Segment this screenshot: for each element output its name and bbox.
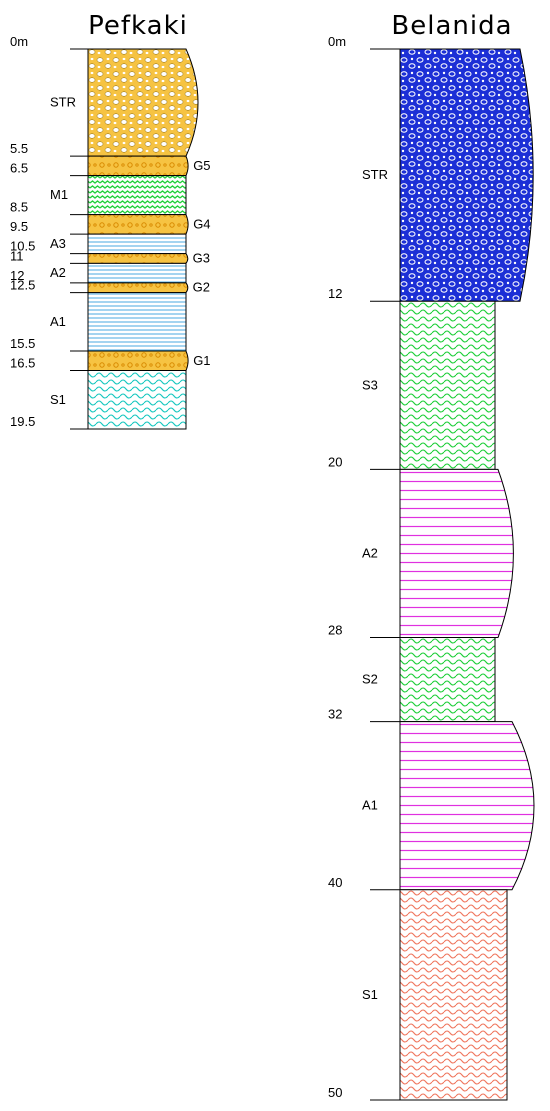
depth-label: 16.5: [10, 356, 35, 371]
depth-label: 20: [328, 454, 342, 469]
depth-label: 0m: [328, 34, 346, 49]
unit-label-str: STR: [50, 95, 76, 110]
unit-label-str: STR: [362, 167, 388, 182]
unit-label-a2: A2: [362, 545, 378, 560]
depth-label: 15.5: [10, 336, 35, 351]
unit-s1: [399, 889, 508, 1101]
unit-label-g1: G1: [193, 353, 210, 368]
depth-label: 12: [10, 268, 24, 283]
unit-label-g2: G2: [193, 280, 210, 295]
unit-label-m1: M1: [50, 187, 68, 202]
depth-label: 32: [328, 707, 342, 722]
unit-a1: [87, 292, 187, 352]
unit-label-g4: G4: [193, 216, 210, 231]
unit-a3: [87, 233, 187, 255]
unit-label-g3: G3: [193, 250, 210, 265]
unit-label-s1: S1: [362, 987, 378, 1002]
depth-label: 12: [328, 286, 342, 301]
unit-label-g5: G5: [193, 158, 210, 173]
depth-label: 8.5: [10, 200, 28, 215]
unit-label-s3: S3: [362, 377, 378, 392]
depth-label: 40: [328, 875, 342, 890]
unit-s3: [399, 300, 496, 470]
unit-label-s2: S2: [362, 672, 378, 687]
unit-str: [87, 48, 199, 157]
unit-a2: [399, 468, 514, 639]
unit-label-a1: A1: [50, 314, 66, 329]
depth-label: 6.5: [10, 161, 28, 176]
depth-label: 5.5: [10, 141, 28, 156]
unit-g2: [87, 282, 189, 294]
belanida-title: Belanida: [391, 11, 512, 41]
depth-label: 10.5: [10, 239, 35, 254]
unit-label-s1: S1: [50, 392, 66, 407]
unit-g1: [87, 350, 189, 372]
depth-label: 50: [328, 1085, 342, 1100]
depth-label: 11: [10, 248, 24, 263]
unit-str: [399, 48, 534, 302]
depth-label: 9.5: [10, 219, 28, 234]
unit-label-a3: A3: [50, 236, 66, 251]
unit-g4: [87, 214, 189, 235]
unit-m1: [87, 175, 187, 216]
pefkaki-title: Pefkaki: [88, 11, 188, 41]
depth-label: 12.5: [10, 278, 35, 293]
unit-s2: [399, 637, 496, 723]
unit-a2: [87, 262, 187, 284]
unit-g5: [87, 155, 189, 177]
unit-label-a2: A2: [50, 265, 66, 280]
depth-label: 28: [328, 623, 342, 638]
unit-g3: [87, 253, 189, 264]
unit-label-a1: A1: [362, 798, 378, 813]
depth-label: 19.5: [10, 414, 35, 429]
depth-label: 0m: [10, 34, 28, 49]
unit-a1: [399, 721, 535, 891]
unit-s1: [87, 370, 187, 430]
